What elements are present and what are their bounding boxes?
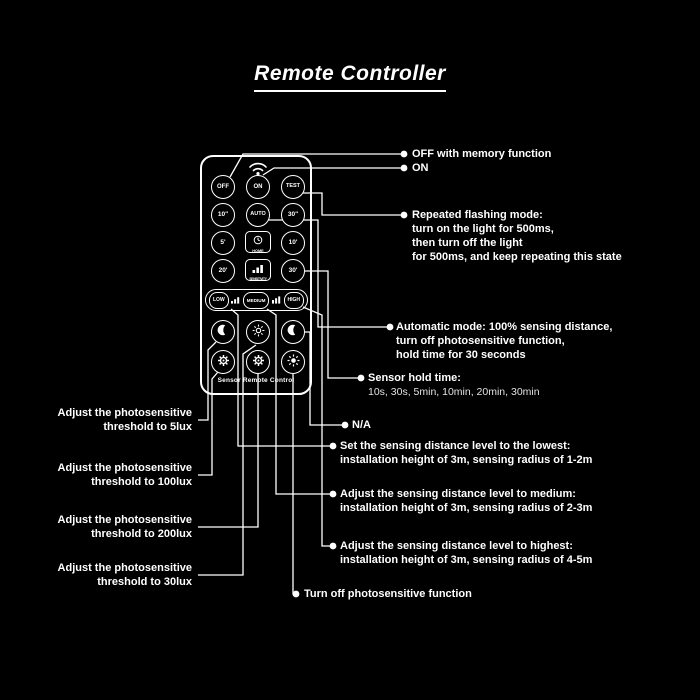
connector-30lux (198, 344, 257, 576)
connector-lowest (230, 308, 330, 447)
annotation-threshold-5lux: Adjust the photosensitive threshold to 5… (37, 406, 192, 434)
annotation-line: Sensor hold time: (368, 372, 461, 384)
sun-icon (287, 354, 300, 371)
annotation-na: N/A (352, 418, 371, 432)
annotation-line: N/A (352, 419, 371, 431)
lux-30-button[interactable] (281, 320, 305, 344)
off-button[interactable]: OFF (211, 175, 235, 199)
sensing-level-group: LOW MEDIUM HIGH (205, 289, 308, 311)
annotation-line: threshold to 5lux (103, 421, 192, 433)
hold-20min-button[interactable]: 20' (211, 259, 235, 283)
connector-on (262, 167, 401, 176)
sun-outline-icon (252, 324, 265, 341)
moon-icon (217, 324, 229, 340)
hold-30min-button[interactable]: 30' (281, 259, 305, 283)
hold-10s-button[interactable]: 10" (211, 203, 235, 227)
annotation-line: Repeated flashing mode: (412, 209, 543, 221)
annotation-line: Adjust the photosensitive (57, 407, 192, 419)
annotation-line: Adjust the sensing distance level to med… (340, 488, 576, 500)
annotation-line: Adjust the sensing distance level to hig… (340, 540, 573, 552)
annotation-subline: 10s, 30s, 5min, 10min, 20min, 30min (368, 386, 540, 398)
annotation-line: turn on the light for 500ms, (412, 223, 554, 235)
annotation-line: Adjust the photosensitive (57, 562, 192, 574)
signal-bars-large-icon (271, 291, 281, 309)
clock-icon (253, 233, 263, 249)
annotation-line: then turn off the light (412, 237, 523, 249)
sensitivity-button[interactable]: SENSITIVITY (245, 259, 271, 281)
connector-200lux (198, 374, 259, 528)
wifi-icon (249, 162, 267, 176)
gear-icon (252, 354, 265, 371)
high-button[interactable]: HIGH (283, 291, 304, 309)
remote-footer-label: Sensor Remote Control (217, 377, 295, 384)
annotation-line: installation height of 3m, sensing radiu… (340, 502, 593, 514)
annotation-line: threshold to 30lux (97, 576, 192, 588)
connector-dots (292, 150, 408, 598)
sensitivity-label: SENSITIVITY (249, 276, 267, 281)
connector-highest (302, 306, 330, 547)
annotation-threshold-30lux: Adjust the photosensitive threshold to 3… (37, 561, 192, 589)
hold-5min-button[interactable]: 5' (211, 231, 235, 255)
page-title: Remote Controller (254, 62, 446, 92)
lux-5-button[interactable] (211, 320, 235, 344)
moon-icon (287, 324, 299, 340)
connector-medium (266, 308, 330, 495)
annotation-line: threshold to 200lux (91, 528, 192, 540)
home-button[interactable]: HOME (245, 231, 271, 253)
annotation-automatic-mode: Automatic mode: 100% sensing distance, t… (396, 320, 612, 362)
day-mode-button[interactable] (246, 320, 270, 344)
annotation-line: installation height of 3m, sensing radiu… (340, 554, 593, 566)
test-button[interactable]: TEST (281, 175, 305, 199)
home-label: HOME (252, 248, 264, 253)
annotation-line: hold time for 30 seconds (396, 349, 526, 361)
annotation-line: Adjust the photosensitive (57, 462, 192, 474)
annotation-line: for 500ms, and keep repeating this state (412, 251, 622, 263)
annotation-distance-highest: Adjust the sensing distance level to hig… (340, 539, 592, 567)
annotation-flashing-mode: Repeated flashing mode: turn on the ligh… (412, 208, 622, 264)
annotation-off-memory: OFF with memory function (412, 147, 551, 161)
annotation-distance-lowest: Set the sensing distance level to the lo… (340, 439, 592, 467)
annotation-line: Set the sensing distance level to the lo… (340, 440, 571, 452)
signal-bars-small-icon (231, 291, 240, 309)
annotation-threshold-100lux: Adjust the photosensitive threshold to 1… (37, 461, 192, 489)
annotation-distance-medium: Adjust the sensing distance level to med… (340, 487, 592, 515)
annotation-line: Automatic mode: 100% sensing distance, (396, 321, 613, 333)
connector-off (229, 153, 401, 178)
annotation-line: threshold to 100lux (91, 476, 192, 488)
annotation-line: Turn off photosensitive function (304, 588, 472, 600)
annotation-hold-time: Sensor hold time: 10s, 30s, 5min, 10min,… (368, 371, 540, 399)
connector-turnoff (292, 374, 294, 595)
remote-controller: OFF ON TEST 10" AUTO 30" 5' HOME 10' 20'… (200, 155, 312, 395)
annotation-photosensitive-off: Turn off photosensitive function (304, 587, 472, 601)
lux-100-button[interactable] (211, 350, 235, 374)
annotation-line: installation height of 3m, sensing radiu… (340, 454, 593, 466)
on-button[interactable]: ON (246, 175, 270, 199)
annotation-line: turn off photosensitive function, (396, 335, 565, 347)
hold-30s-button[interactable]: 30" (281, 203, 305, 227)
gear-icon (217, 354, 230, 371)
low-button[interactable]: LOW (209, 291, 229, 309)
connector-100lux (198, 371, 219, 476)
connector-test (303, 192, 401, 216)
title-wrap: Remote Controller (0, 62, 700, 92)
annotation-line: OFF with memory function (412, 148, 552, 160)
medium-button[interactable]: MEDIUM (242, 291, 270, 309)
annotation-threshold-200lux: Adjust the photosensitive threshold to 2… (37, 513, 192, 541)
photosensitive-off-button[interactable] (281, 350, 305, 374)
annotation-line: ON (412, 162, 429, 174)
lux-200-button[interactable] (246, 350, 270, 374)
annotation-on: ON (412, 161, 429, 175)
annotation-line: Adjust the photosensitive (57, 514, 192, 526)
auto-button[interactable]: AUTO (246, 203, 270, 227)
hold-10min-button[interactable]: 10' (281, 231, 305, 255)
connector-holdtime (305, 270, 358, 379)
signal-bars-icon (252, 261, 264, 277)
